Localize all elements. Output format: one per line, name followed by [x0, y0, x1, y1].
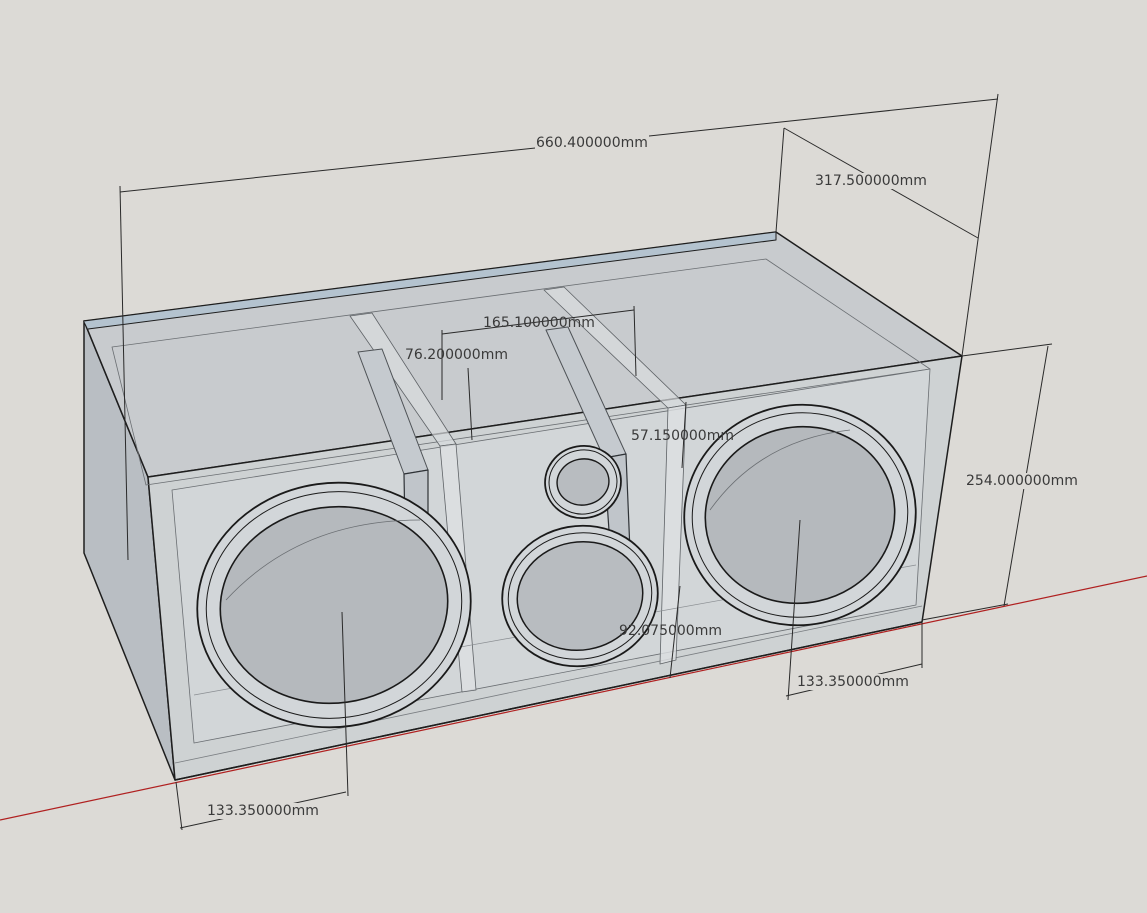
right-offset-label[interactable]: 133.350000mm — [796, 674, 910, 690]
right-woofer-cutout — [683, 403, 917, 627]
dim-line-tweeter-offset — [681, 401, 687, 469]
port-width-label[interactable]: 76.200000mm — [405, 347, 508, 363]
red-axis-line — [0, 575, 1147, 821]
tweeter-offset-label[interactable]: 57.150000mm — [631, 428, 734, 444]
dim-line-midport-offset — [669, 585, 681, 679]
tweeter-cutout — [544, 445, 622, 519]
dim-line-center-width — [441, 309, 635, 335]
midport-offset-label[interactable]: 92.075000mm — [619, 623, 722, 639]
center-width-label[interactable]: 165.100000mm — [483, 315, 595, 331]
left-woofer-cutout — [196, 481, 472, 729]
overall-width-label[interactable]: 660.400000mm — [535, 135, 649, 151]
height-label[interactable]: 254.000000mm — [965, 473, 1079, 489]
depth-label[interactable]: 317.500000mm — [814, 173, 928, 189]
midrange-cutout — [501, 524, 659, 668]
left-offset-label[interactable]: 133.350000mm — [206, 803, 320, 819]
